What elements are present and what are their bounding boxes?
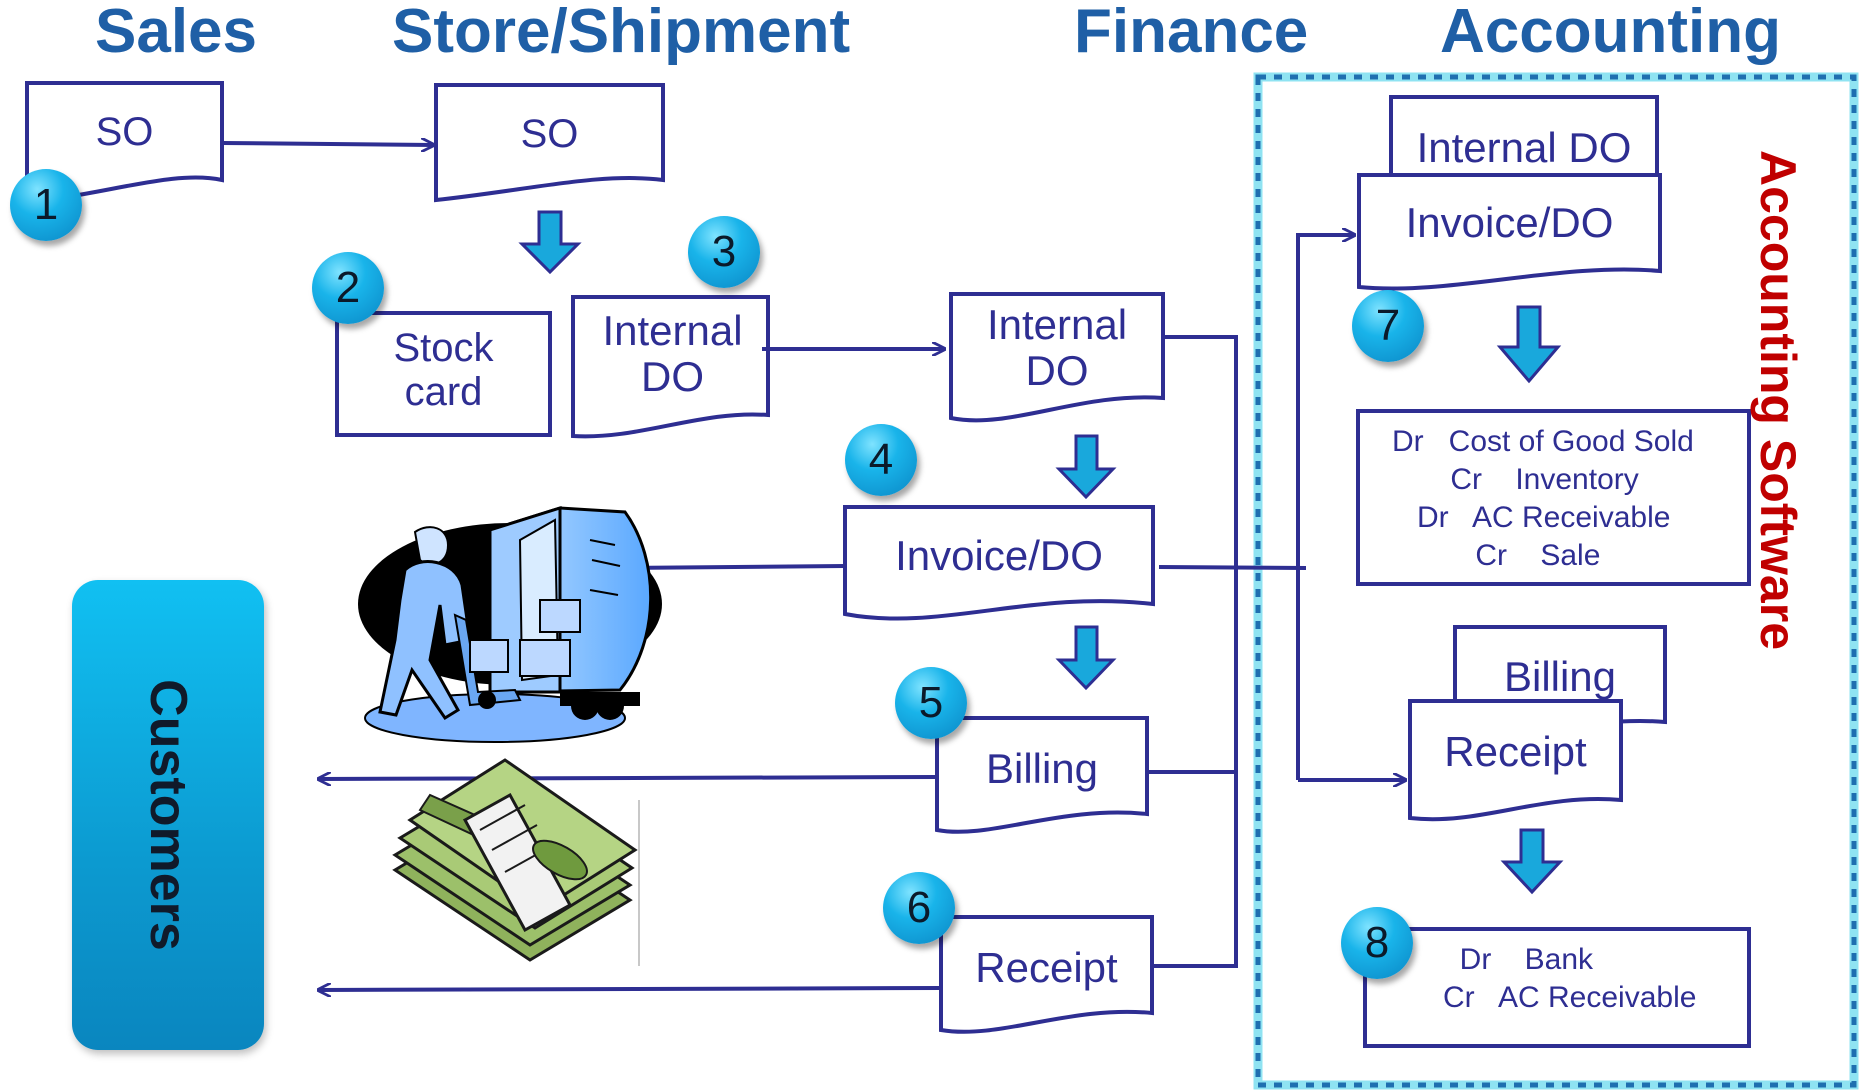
je1-line-3: Dr AC Receivable (1392, 501, 1671, 534)
delivery-truck-icon (358, 505, 662, 743)
finance-bus (1152, 335, 1238, 968)
internal-do-finance-line-1: Internal (986, 301, 1128, 348)
stock-card-line-1: Stock (393, 326, 494, 370)
arrow-billing-to-customers (318, 777, 938, 779)
box-journal-entry-1 (1356, 409, 1751, 586)
internal-do-acc-label: Internal DO (1416, 124, 1632, 171)
block-arrow-so-down (518, 210, 582, 275)
customers-label: Customers (139, 679, 197, 951)
stock-card-label: Stock card (337, 326, 550, 414)
doc-internal-do-finance (949, 292, 1165, 423)
doc-internal-do-store (571, 295, 770, 439)
doc-receipt-finance (939, 915, 1154, 1034)
step-badge-6: 6 (883, 872, 955, 944)
block-arrow-invoice-down (1055, 625, 1117, 691)
receipt-acc-label: Receipt (1444, 728, 1587, 775)
header-accounting: Accounting (1440, 0, 1781, 66)
doc-billing-finance (935, 716, 1149, 834)
invoice-do-acc-label: Invoice/DO (1405, 199, 1614, 246)
header-finance: Finance (1074, 0, 1309, 66)
journal-entry-1: Dr Cost of Good Sold Cr Inventory Dr AC … (1392, 423, 1694, 575)
step-badge-1: 1 (10, 169, 82, 241)
internal-do-store-label: Internal DO (580, 307, 765, 401)
header-sales: Sales (95, 0, 258, 66)
acc-bus-to-invoice (1296, 235, 1355, 780)
stock-card-line-2: card (404, 370, 483, 414)
box-stock-card (335, 311, 552, 437)
je2-line-2: Cr AC Receivable (1443, 981, 1697, 1014)
je1-line-4: Cr Sale (1392, 539, 1601, 572)
je1-line-1: Dr Cost of Good Sold (1392, 425, 1694, 458)
block-arrow-invoice-acc-down (1496, 305, 1562, 384)
block-arrows (518, 210, 1564, 895)
arrow-invoice-to-truck (628, 566, 846, 568)
so-sales-label: SO (95, 110, 154, 154)
connectors (221, 143, 1406, 990)
journal-entry-2: Dr Bank Cr AC Receivable (1443, 941, 1696, 1017)
block-arrow-internal-do-down (1055, 434, 1117, 500)
je1-line-2: Cr Inventory (1392, 463, 1639, 496)
document-shapes (25, 81, 1667, 1034)
step-badge-2: 2 (312, 252, 384, 324)
billing-acc-label: Billing (1503, 653, 1617, 700)
invoice-to-acc-bus (1158, 565, 1307, 570)
box-journal-entry-2 (1363, 927, 1751, 1048)
so-store-label: SO (520, 112, 579, 156)
je2-line-1: Dr Bank (1443, 943, 1594, 976)
customers-block (72, 580, 264, 1050)
arrow-receipt-to-customers (318, 988, 942, 990)
rect-shapes (335, 311, 1751, 1048)
doc-receipt-acc (1408, 699, 1623, 822)
internal-do-finance-line-2: DO (1025, 347, 1089, 395)
doc-invoice-do-finance (843, 505, 1155, 621)
receipt-finance-label: Receipt (975, 944, 1118, 991)
doc-so-store (434, 83, 665, 203)
step-badge-5: 5 (895, 667, 967, 739)
internal-do-store-line-1: Internal (602, 307, 743, 354)
money-stack-icon (392, 758, 640, 966)
header-store-shipment: Store/Shipment (392, 0, 851, 66)
step-badge-7: 7 (1352, 290, 1424, 362)
accounting-software-label: Accounting Software (1750, 149, 1806, 651)
step-badge-3: 3 (688, 216, 760, 288)
invoice-do-finance-label: Invoice/DO (895, 532, 1103, 579)
internal-do-store-line-2: DO (641, 353, 704, 401)
accounting-software-frame (1253, 72, 1859, 1090)
doc-invoice-do-acc (1357, 173, 1662, 291)
arrow-so-to-so (221, 143, 434, 145)
block-arrow-receipt-acc-down (1500, 828, 1564, 895)
billing-finance-label: Billing (985, 745, 1099, 792)
internal-do-finance-label: Internal DO (951, 301, 1163, 395)
step-badge-4: 4 (845, 424, 917, 496)
step-badge-8: 8 (1341, 907, 1413, 979)
